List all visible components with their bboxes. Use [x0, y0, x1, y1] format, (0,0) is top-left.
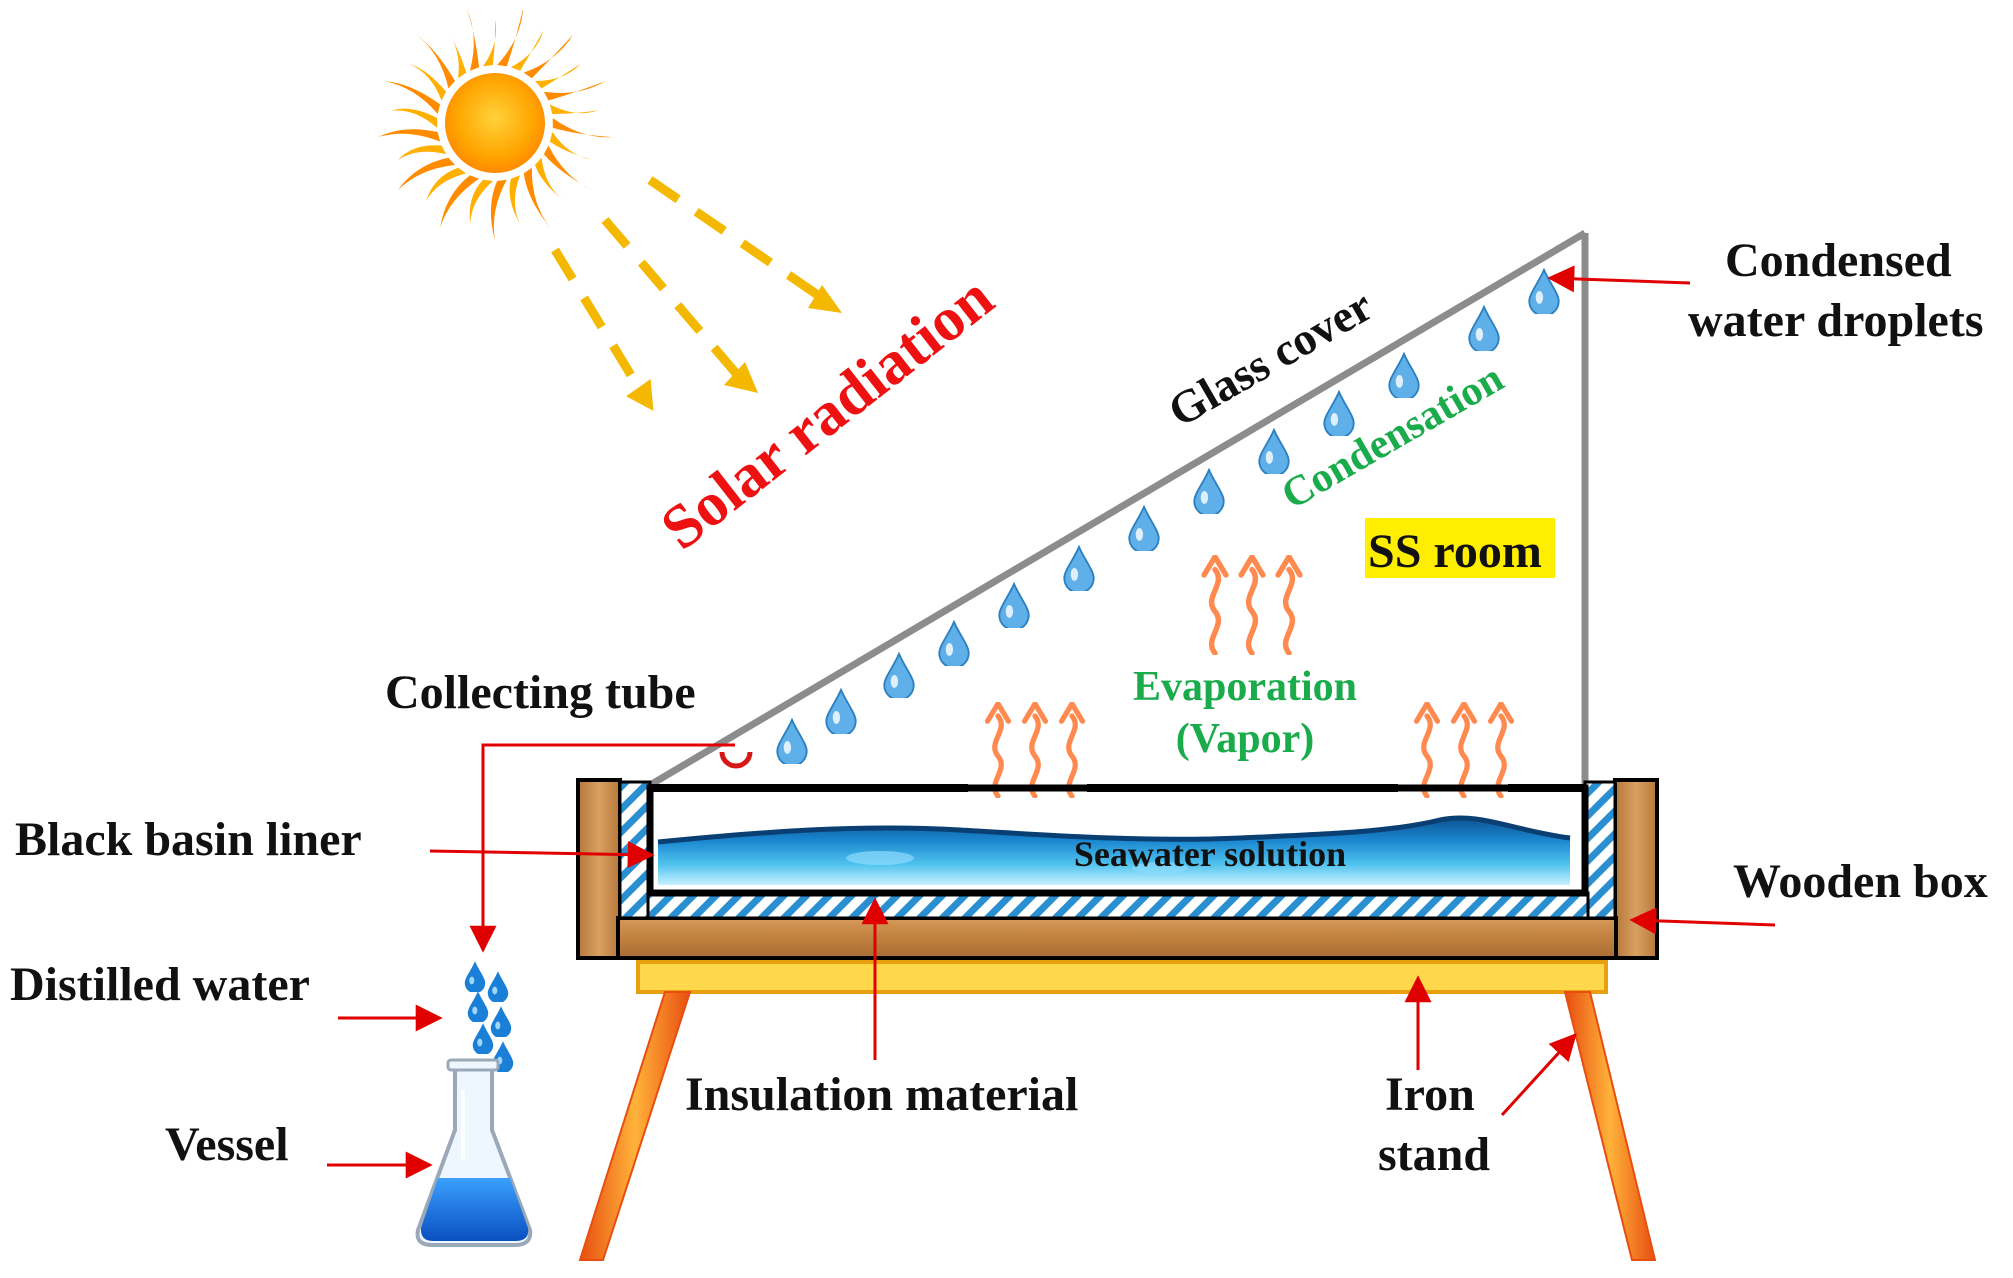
solar-rays: [551, 176, 828, 393]
vapor-arrow-icon: [1454, 704, 1475, 797]
pointer-arrow-icon: [1547, 265, 1691, 293]
ss-room-label: SS room: [1368, 525, 1542, 578]
sun-ray: [409, 63, 447, 101]
sun-ray: [534, 63, 581, 89]
water-droplet-icon: [467, 991, 489, 1022]
sun-ray: [440, 175, 480, 228]
wooden-box-bottom: [616, 916, 1618, 960]
sun-ray: [552, 118, 613, 138]
insulation-bottom: [646, 891, 1590, 920]
sun-ray: [510, 30, 544, 71]
iron-stand-label-line2: stand: [1378, 1128, 1490, 1181]
water-droplet-icon: [472, 1023, 494, 1054]
evaporation-label: Evaporation: [1133, 664, 1357, 710]
solar-ray-heads: [626, 285, 842, 411]
vapor-arrow-icon: [988, 704, 1009, 797]
condensed-label-line1: Condensed: [1725, 234, 1952, 287]
water-droplet-icon: [1468, 305, 1500, 351]
black-basin-liner-label: Black basin liner: [15, 813, 362, 866]
sun-icon: [377, 8, 613, 241]
water-droplet-icon: [1063, 545, 1095, 591]
sun-ray: [384, 81, 441, 114]
sun-ray: [446, 30, 467, 79]
seawater: [657, 815, 1571, 885]
sun-ray: [416, 34, 456, 89]
water-droplet-icon: [1128, 505, 1160, 551]
sun-ray: [469, 179, 493, 224]
seawater-solution-label: Seawater solution: [1074, 834, 1346, 874]
pointer-arrow-icon: [469, 743, 735, 953]
glass-cover: [648, 229, 1589, 789]
water-droplet-icon: [998, 582, 1030, 628]
vapor-arrow-icon: [1417, 704, 1438, 797]
sun-ray: [549, 104, 599, 114]
water-droplet-icon: [825, 688, 857, 734]
vapor-arrow-icon: [1491, 704, 1512, 797]
vapor-arrow-icon: [1204, 557, 1226, 653]
vapor-arrow-icon: [1062, 704, 1083, 797]
water-droplet-icon: [883, 652, 915, 698]
iron-stand-top: [636, 960, 1608, 994]
water-droplet-icon: [464, 961, 486, 992]
vapor-arrow-icon: [1241, 557, 1263, 653]
vapor-arrow-icon: [1278, 557, 1300, 653]
sun-ray: [397, 145, 447, 160]
iron-stand-label-line1: Iron: [1385, 1068, 1475, 1121]
iron-stand-leg-left: [578, 991, 692, 1261]
sun-ray: [497, 8, 524, 67]
sun-ray: [549, 132, 593, 160]
wooden-box-label: Wooden box: [1733, 855, 1988, 908]
vapor-label: (Vapor): [1176, 716, 1314, 762]
water-droplet-icon: [938, 620, 970, 666]
sun-ray: [543, 145, 593, 190]
water-droplet-icon: [1193, 468, 1225, 514]
distilled-water-drops: [464, 961, 514, 1072]
collecting-tube: [719, 751, 753, 769]
condensed-label-line2: water droplets: [1688, 294, 1984, 347]
sun-ray: [534, 157, 565, 201]
water-droplet-icon: [1258, 428, 1290, 474]
water-droplet-icon: [1388, 352, 1420, 398]
pointer-arrow-icon: [1629, 907, 1776, 935]
insulation-material-label: Insulation material: [685, 1068, 1078, 1121]
water-droplet-icon: [490, 1006, 512, 1037]
sun-ray: [397, 157, 456, 191]
insulation-left: [618, 780, 652, 920]
pointer-arrow-icon: [429, 841, 655, 869]
distilled-water-label: Distilled water: [10, 958, 310, 1011]
sun-ray: [426, 167, 467, 201]
sun-ray: [543, 81, 606, 101]
sun-ray: [391, 108, 438, 128]
water-droplet-icon: [1323, 390, 1355, 436]
pointer-arrow-icon: [1500, 1033, 1577, 1117]
wooden-box-left: [576, 778, 622, 960]
water-droplet-icon: [776, 718, 808, 764]
sun-ray: [377, 129, 441, 142]
iron-stand-leg-right: [1563, 991, 1657, 1261]
vapor-arrow-icon: [1025, 704, 1046, 797]
sun-ray: [523, 34, 574, 79]
sun-ray: [509, 175, 521, 224]
flask-icon: [415, 1058, 533, 1247]
sun-ray: [466, 8, 480, 71]
collecting-tube-label: Collecting tube: [385, 666, 696, 719]
sun-ray: [490, 179, 507, 241]
sun-ray: [523, 167, 550, 228]
wooden-box-right: [1613, 778, 1659, 960]
ss-room-highlight: [1365, 518, 1555, 578]
water-droplet-icon: [487, 971, 509, 1002]
sun-ray: [483, 19, 497, 67]
vessel-label: Vessel: [165, 1118, 289, 1171]
